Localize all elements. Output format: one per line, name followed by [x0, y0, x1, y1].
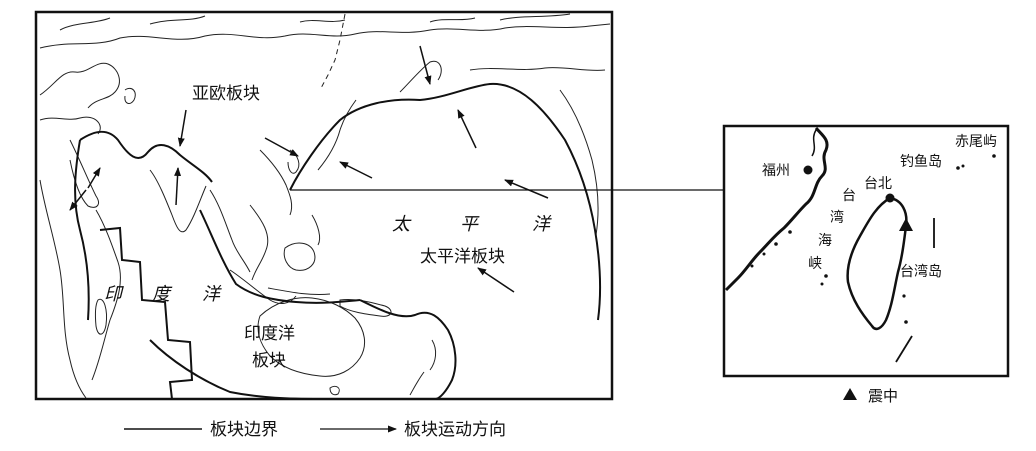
fuzhou-label: 福州 [762, 163, 790, 179]
pacific-ocean-char-3: 洋 [532, 214, 552, 235]
main-map-frame [34, 10, 614, 401]
diaoyu-label: 钓鱼岛 [900, 153, 942, 170]
strait-char-4: 峡 [808, 256, 822, 272]
china-arrow [264, 137, 299, 157]
indian-plate-label-line1: 印度洋 [244, 324, 295, 344]
arabia-arrow-1 [87, 167, 101, 189]
main-legend: 板块边界 板块运动方向 [124, 420, 506, 440]
indian-ocean-char-3: 洋 [202, 284, 222, 305]
pacific-arrow-3 [504, 179, 549, 199]
pacific-ocean-char-2: 平 [460, 214, 480, 235]
pacific-plate-label: 太平洋板块 [420, 247, 505, 267]
strait-char-2: 湾 [830, 209, 844, 226]
offshore-islets [820, 154, 996, 324]
taiwan-island-label: 台湾岛 [900, 263, 942, 280]
eurasian-plate-label: 亚欧板块 [192, 84, 260, 104]
chiwei-label: 赤尾屿 [955, 134, 997, 150]
epicenter-marker [899, 218, 913, 231]
eurasian-arrow [177, 109, 187, 147]
taipei-marker [885, 193, 895, 203]
coastlines [39, 13, 611, 399]
pacific-arrow-4 [477, 267, 515, 293]
fuzhou-marker [803, 165, 813, 175]
pacific-arrow-1 [457, 109, 477, 149]
arabia-arrow-2 [69, 189, 87, 211]
coastal-islets [750, 230, 792, 268]
legend-motion-label: 板块运动方向 [404, 420, 506, 440]
strait-char-3: 海 [818, 233, 832, 249]
inset-legend: 震中 [843, 387, 898, 405]
indian-ocean-char-1: 印 [104, 284, 124, 305]
plate-boundaries [74, 82, 602, 400]
inset-map: 福州 台北 钓鱼岛 赤尾屿 台湾岛 台 湾 海 峡 [722, 124, 1010, 378]
taipei-label: 台北 [864, 176, 892, 192]
indian-arrow [174, 167, 182, 206]
motion-arrows [69, 45, 549, 293]
boundary-segment-2 [895, 335, 913, 363]
main-map: 亚欧板块 太平洋板块 印度洋 板块 太 平 洋 印 度 洋 [34, 10, 614, 401]
pacific-arrow-2 [339, 161, 373, 179]
mainland-coastline [724, 127, 829, 292]
legend-epicenter-icon [843, 388, 857, 400]
legend-epicenter-label: 震中 [868, 387, 898, 405]
pacific-ocean-char-1: 太 [392, 214, 412, 235]
indian-plate-label-line2: 板块 [252, 351, 286, 371]
strait-char-1: 台 [842, 188, 856, 204]
legend-boundary-label: 板块边界 [210, 420, 278, 440]
indian-ocean-char-2: 度 [152, 284, 173, 305]
kamchatka-arrow [419, 45, 432, 85]
